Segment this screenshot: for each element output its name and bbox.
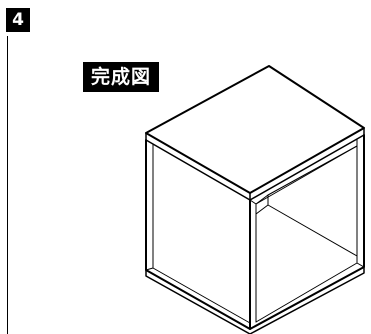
left-margin-rule: [7, 36, 8, 334]
shelf-right-panel: [249, 134, 365, 330]
step-number-badge: 4: [6, 8, 30, 32]
shelf-bottom-panel: [145, 266, 365, 334]
shelf-left-panel: [145, 139, 251, 330]
completed-figure-label: 完成図: [83, 62, 159, 92]
shelf-top-panel: [145, 65, 365, 194]
